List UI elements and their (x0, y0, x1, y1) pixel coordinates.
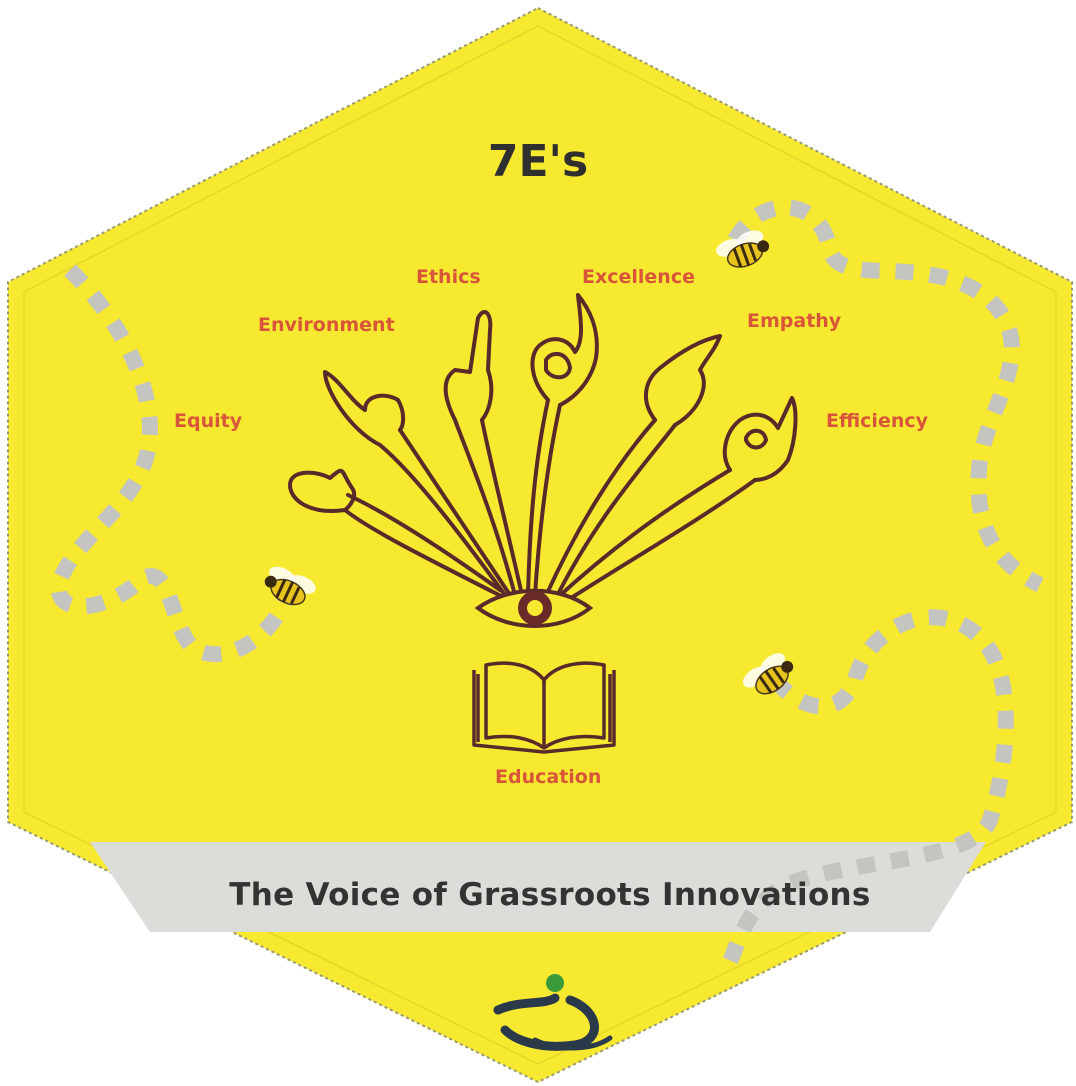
label-empathy: Empathy (747, 310, 842, 332)
tagline-banner (90, 842, 986, 932)
bee-icon (742, 653, 794, 695)
open-book-icon (472, 661, 616, 754)
eye-icon (474, 588, 594, 628)
hexagon-inner-border (23, 25, 1057, 1065)
label-excellence: Excellence (582, 266, 695, 288)
label-efficiency: Efficiency (826, 410, 929, 432)
bee-icon (264, 566, 316, 606)
page-title: 7E's (487, 136, 589, 187)
label-equity: Equity (174, 410, 243, 432)
label-environment: Environment (258, 314, 395, 336)
tagline: The Voice of Grassroots Innovations (229, 877, 871, 913)
label-ethics: Ethics (416, 266, 481, 288)
bee-trail-left (50, 264, 293, 663)
bee-trail-top-right (728, 199, 1044, 593)
bee-trail-bottom-right (718, 609, 1014, 975)
hand-gesture-icon (288, 293, 798, 607)
label-education: Education (495, 766, 602, 788)
bee-icon (716, 230, 770, 268)
logo-icon (493, 974, 613, 1051)
